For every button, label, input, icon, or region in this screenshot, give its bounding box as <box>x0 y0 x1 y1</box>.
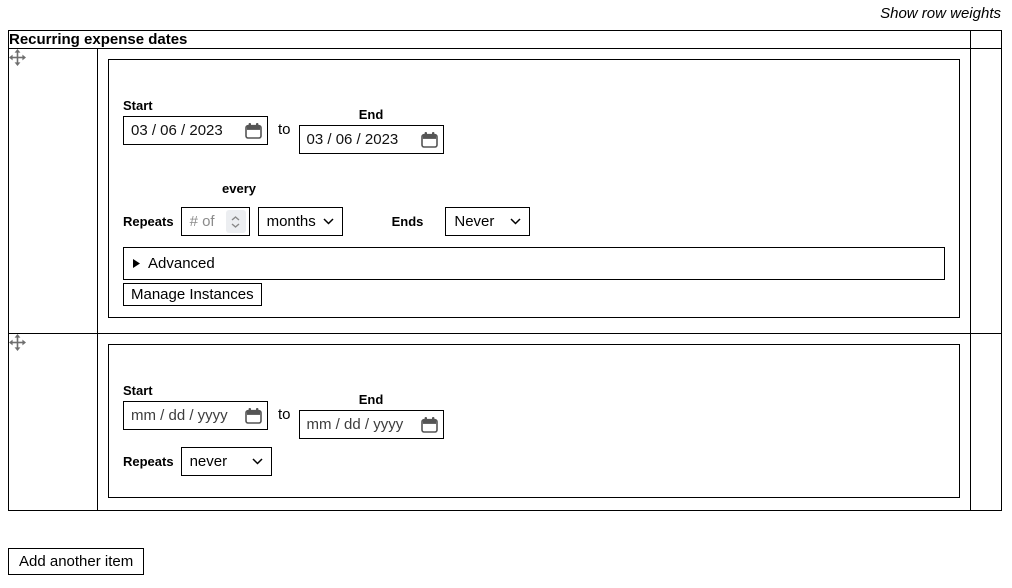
to-separator: to <box>278 121 291 138</box>
number-spinner[interactable] <box>225 210 246 233</box>
repeats-label: Repeats <box>123 454 174 469</box>
add-another-item-button[interactable]: Add another item <box>8 548 145 575</box>
drag-handle-icon[interactable] <box>9 49 26 66</box>
ends-select-value: Never <box>454 213 495 230</box>
advanced-details-summary[interactable]: Advanced <box>123 247 945 280</box>
table-title: Recurring expense dates <box>8 30 971 49</box>
start-date-input[interactable]: mm / dd / yyyy <box>123 401 268 430</box>
chevron-down-icon <box>323 218 334 225</box>
weight-cell <box>970 333 1002 511</box>
end-date-group: End mm / dd / yyyy <box>298 392 444 439</box>
table-header-row: Recurring expense dates <box>8 30 1002 49</box>
end-date-value: mm / dd / yyyy <box>306 416 404 433</box>
period-select-value: months <box>266 213 316 230</box>
end-date-input[interactable]: 03 / 06 / 2023 <box>298 125 444 154</box>
end-date-group: End 03 / 06 / 2023 <box>298 107 444 154</box>
advanced-label: Advanced <box>148 255 215 272</box>
recurring-date-fieldset: Start 03 / 06 / 2023 <box>108 59 960 318</box>
weight-cell <box>970 48 1002 334</box>
item-cell: Start mm / dd / yyyy <box>97 333 971 511</box>
manage-instances-button[interactable]: Manage Instances <box>123 283 262 306</box>
calendar-icon[interactable] <box>420 416 438 433</box>
repeats-row: Repeats never <box>123 447 945 476</box>
drag-handle-icon[interactable] <box>9 334 26 351</box>
calendar-icon[interactable] <box>245 407 262 424</box>
start-label: Start <box>123 98 153 113</box>
calendar-icon[interactable] <box>245 122 262 139</box>
calendar-icon[interactable] <box>420 131 438 148</box>
recurring-date-fieldset: Start mm / dd / yyyy <box>108 344 960 498</box>
start-date-group: Start 03 / 06 / 2023 <box>123 99 268 145</box>
repeats-select-value: never <box>189 453 228 470</box>
start-date-value: mm / dd / yyyy <box>131 407 228 424</box>
end-date-input[interactable]: mm / dd / yyyy <box>298 410 444 439</box>
start-date-input[interactable]: 03 / 06 / 2023 <box>123 116 268 145</box>
table-row: Start 03 / 06 / 2023 <box>8 48 1002 334</box>
period-select[interactable]: months <box>257 207 343 236</box>
drag-handle-cell <box>8 333 98 511</box>
ends-select[interactable]: Never <box>445 207 531 236</box>
start-label: Start <box>123 383 153 398</box>
recurring-dates-table: Recurring expense dates <box>8 30 1002 511</box>
start-date-group: Start mm / dd / yyyy <box>123 384 268 430</box>
table-row: Start mm / dd / yyyy <box>8 333 1002 511</box>
date-range-row: Start 03 / 06 / 2023 <box>123 99 945 154</box>
start-date-value: 03 / 06 / 2023 <box>131 122 223 139</box>
end-date-value: 03 / 06 / 2023 <box>306 131 399 148</box>
repeats-label: Repeats <box>123 214 174 229</box>
interval-placeholder: # of <box>189 213 215 230</box>
triangle-right-icon <box>133 259 140 268</box>
chevron-down-icon <box>252 458 263 465</box>
item-cell: Start 03 / 06 / 2023 <box>97 48 971 334</box>
show-row-weights-toggle[interactable]: Show row weights <box>880 5 1001 22</box>
every-label: every <box>222 181 256 196</box>
weight-column-header <box>970 30 1002 49</box>
drag-handle-cell <box>8 48 98 334</box>
to-separator: to <box>278 406 291 423</box>
ends-label: Ends <box>391 214 424 229</box>
interval-number-input[interactable]: # of <box>180 207 250 236</box>
end-label: End <box>358 107 384 122</box>
repeats-row: Repeats # of months <box>123 207 945 236</box>
repeats-select[interactable]: never <box>180 447 272 476</box>
date-range-row: Start mm / dd / yyyy <box>123 384 945 439</box>
chevron-down-icon <box>510 218 521 225</box>
end-label: End <box>358 392 384 407</box>
